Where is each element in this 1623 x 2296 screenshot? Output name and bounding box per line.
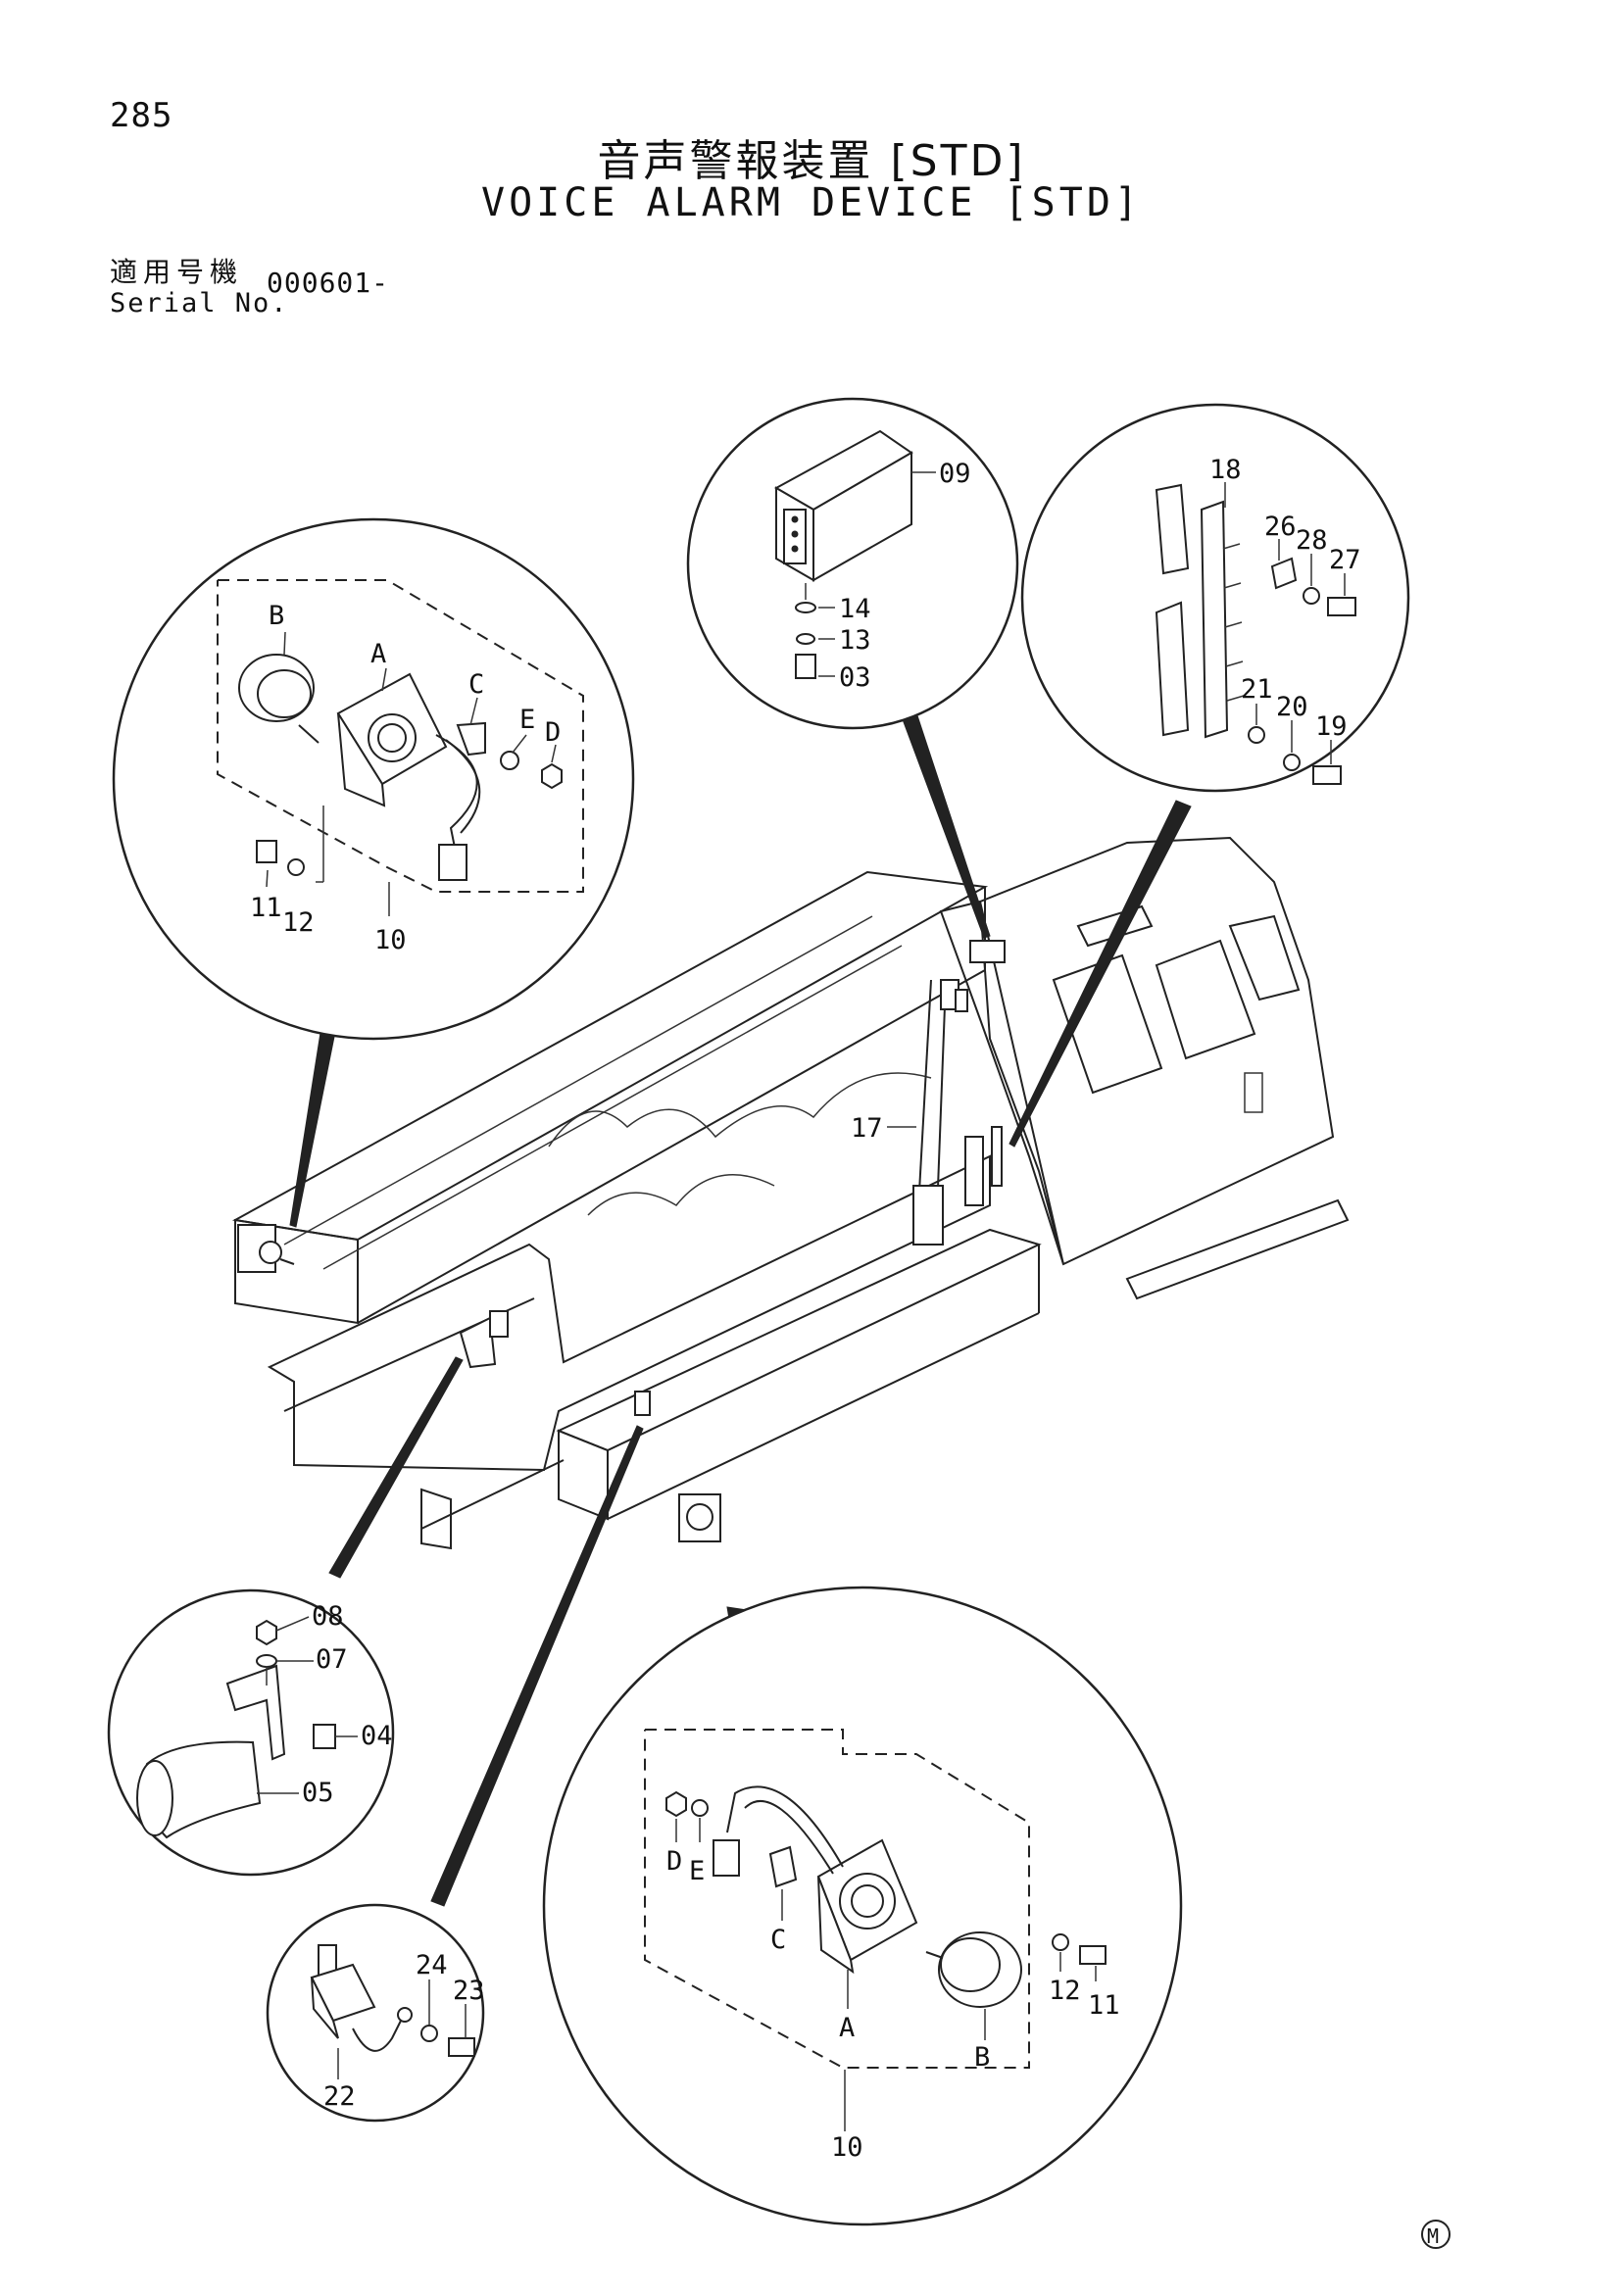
page-number: 285 [110, 96, 173, 135]
page-title-english: VOICE ALARM DEVICE [STD] [481, 180, 1142, 225]
callout-17: 17 [851, 1113, 883, 1144]
callout-21: 21 [1241, 674, 1273, 705]
callout-18: 18 [1209, 455, 1242, 485]
callout-C-lower: C [770, 1925, 786, 1955]
callout-12-upper: 12 [282, 907, 315, 938]
callout-11-upper: 11 [250, 893, 282, 923]
callout-10-upper: 10 [374, 925, 407, 955]
callout-C-upper: C [468, 669, 484, 700]
callout-05: 05 [302, 1778, 334, 1808]
callout-12-lower: 12 [1049, 1976, 1081, 2006]
callout-13: 13 [839, 625, 871, 656]
mark-letter: M [1427, 2224, 1439, 2248]
detail-controller: 09 14 13 03 [686, 397, 1019, 730]
serial-label-english: Serial No. [110, 288, 289, 318]
callout-08: 08 [312, 1601, 344, 1632]
callout-A-upper: A [370, 639, 386, 669]
callout-E-upper: E [519, 705, 535, 735]
callout-27: 27 [1329, 545, 1361, 575]
detail-relay: 24 23 22 [266, 1903, 485, 2123]
machine-callout-17: 17 [851, 1113, 916, 1144]
callout-D-lower: D [666, 1846, 682, 1877]
serial-label-japanese: 適用号機 [110, 256, 244, 288]
detail-speaker-upper: B A C E D 11 12 10 [112, 517, 635, 1041]
callout-22: 22 [323, 2081, 356, 2112]
callout-04: 04 [361, 1721, 393, 1751]
callout-24: 24 [416, 1950, 448, 1980]
callout-11-lower: 11 [1088, 1990, 1120, 2021]
page-title-japanese: 音声警報装置 [STD] [597, 136, 1026, 186]
detail-bracket: 18 26 28 27 21 20 19 [1020, 403, 1410, 793]
callout-19: 19 [1315, 711, 1348, 742]
callout-26: 26 [1264, 512, 1297, 542]
callout-B-lower: B [974, 2042, 990, 2073]
callout-07: 07 [316, 1644, 348, 1675]
callout-14: 14 [839, 594, 871, 624]
callout-28: 28 [1296, 525, 1328, 556]
callout-20: 20 [1276, 692, 1308, 722]
machine-body [231, 836, 1350, 1550]
circled-m-mark: M [1421, 2220, 1451, 2249]
serial-number-value: 000601- [267, 267, 390, 299]
callout-10-lower: 10 [831, 2132, 863, 2163]
callout-23: 23 [453, 1976, 485, 2006]
callout-B-upper: B [269, 601, 284, 631]
detail-speaker-lower: D E C A 12 11 B 10 [542, 1586, 1183, 2226]
callout-E-lower: E [689, 1856, 705, 1886]
leader-wedges [289, 697, 1192, 1907]
detail-horn: 08 07 04 05 [107, 1588, 395, 1877]
callout-A-lower: A [839, 2013, 855, 2043]
callout-03: 03 [839, 662, 871, 693]
callout-09: 09 [939, 459, 971, 489]
callout-D-upper: D [545, 717, 561, 748]
